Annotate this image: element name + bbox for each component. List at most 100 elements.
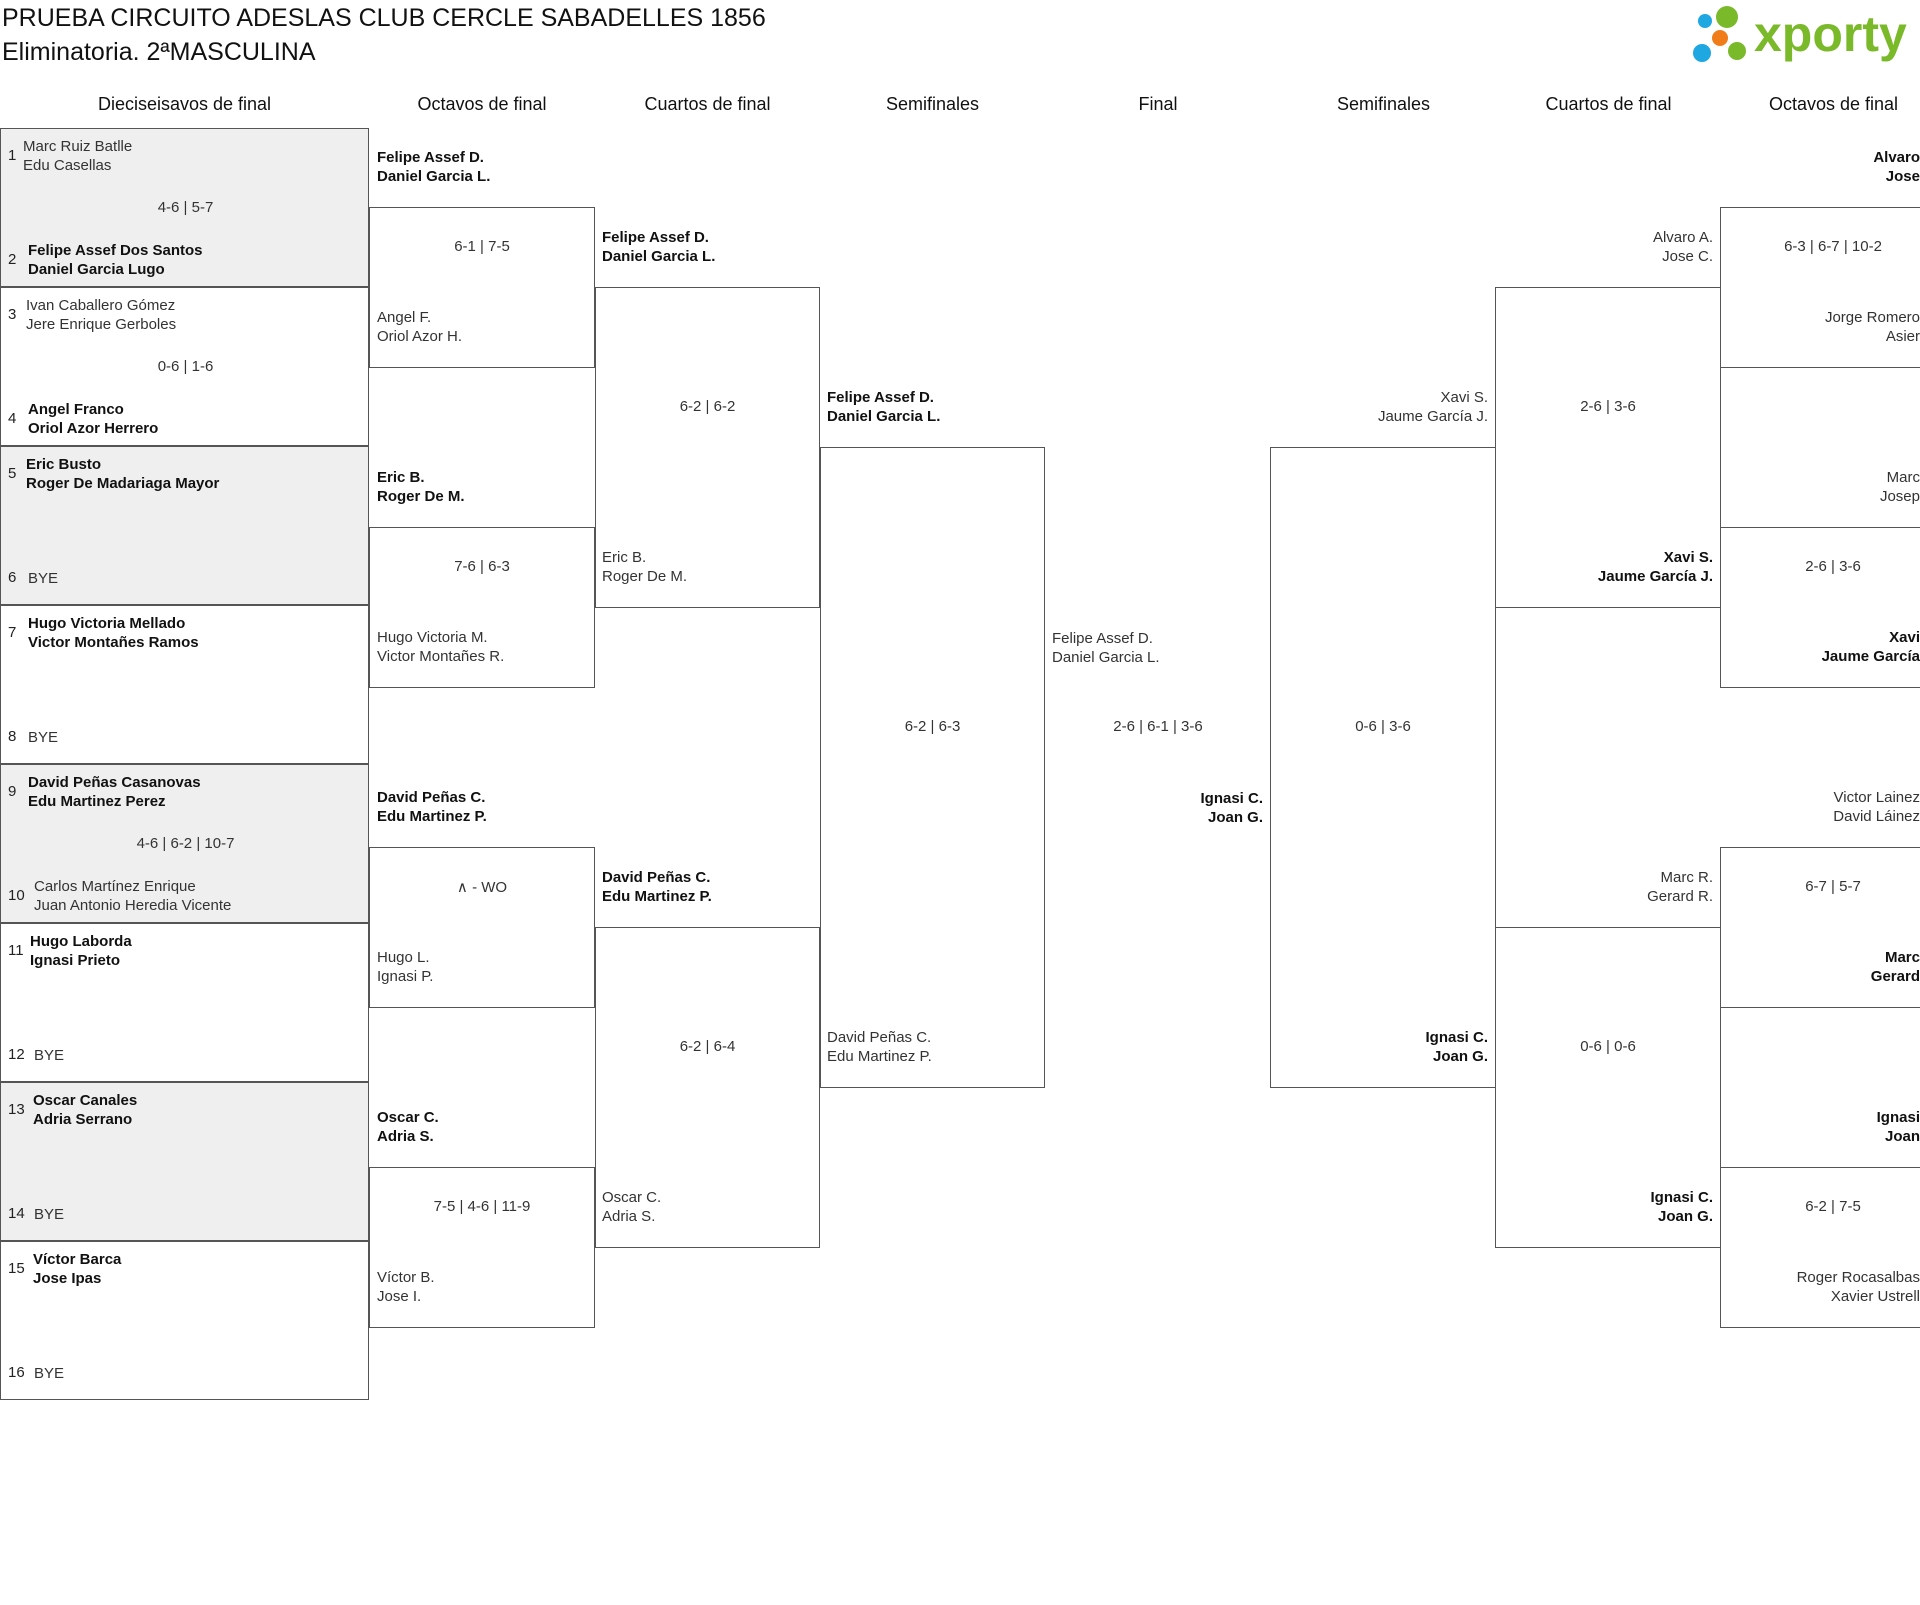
xporty-logo: xporty: [1690, 0, 1920, 70]
round-header-semifinales-right: Semifinales: [1336, 94, 1431, 114]
match-score: 2-6 | 3-6: [1580, 398, 1636, 415]
team-name: Víctor B.: [377, 1269, 435, 1286]
round-header-octavos: Octavos de final: [417, 94, 547, 114]
team-name-winner: Jaume García: [1821, 648, 1920, 665]
player-name: Marc Ruiz Batlle: [23, 138, 133, 155]
team-name-winner: Daniel Garcia L.: [377, 168, 491, 185]
team-name-winner: Ignasi C.: [1425, 1029, 1488, 1046]
team-name-winner: Oscar C.: [377, 1109, 439, 1126]
team-name-winner: Jaume García J.: [1597, 568, 1713, 585]
match-score: 6-2 | 7-5: [1805, 1198, 1861, 1215]
team-name-winner: Edu Martinez P.: [377, 808, 487, 825]
bracket-connector: [1495, 927, 1721, 1248]
bye-label: BYE: [34, 1047, 65, 1064]
logo-dot-icon: [1716, 6, 1738, 28]
r1-match-1: 1 Marc Ruiz Batlle Edu Casellas 4-6 | 5-…: [0, 128, 369, 287]
page-title: PRUEBA CIRCUITO ADESLAS CLUB CERCLE SABA…: [2, 4, 766, 32]
player-name: Edu Casellas: [23, 157, 112, 174]
team-name-winner: Eric B.: [377, 469, 425, 486]
match-score: 4-6 | 5-7: [157, 199, 214, 216]
seed-number: 7: [8, 624, 17, 641]
team-name: Hugo L.: [377, 949, 430, 966]
bracket-connector: [595, 287, 820, 608]
seed-number: 5: [8, 465, 17, 482]
match-score: 6-1 | 7-5: [454, 238, 510, 255]
r1-match-3: 5 Eric Busto Roger De Madariaga Mayor 6 …: [0, 446, 369, 605]
team-name: David Láinez: [1833, 808, 1920, 825]
r1-match-4: 7 Hugo Victoria Mellado Victor Montañes …: [0, 605, 369, 764]
team-name-winner: Gerard: [1870, 968, 1920, 985]
seed-number: 9: [8, 783, 17, 800]
player-name-winner: Oscar Canales: [33, 1092, 138, 1109]
team-name-winner: Xavi: [1889, 629, 1920, 646]
player-name-winner: Víctor Barca: [33, 1251, 122, 1268]
player-name-winner: Daniel Garcia Lugo: [28, 261, 165, 278]
team-name-winner: Felipe Assef D.: [827, 389, 934, 406]
team-name: Jaume García J.: [1377, 408, 1488, 425]
team-name: Eric B.: [602, 549, 647, 566]
match-score: 7-6 | 6-3: [454, 558, 510, 575]
player-name-winner: Edu Martinez Perez: [28, 793, 166, 810]
finalist-name: Daniel Garcia L.: [1052, 649, 1160, 666]
r1-match-8: 15 Víctor Barca Jose Ipas 16 BYE: [0, 1241, 369, 1400]
bye-label: BYE: [28, 729, 59, 746]
seed-number: 2: [8, 251, 17, 268]
r1-match-5: 9 David Peñas Casanovas Edu Martinez Per…: [0, 764, 369, 923]
bracket-connector: [369, 1167, 595, 1328]
team-name-winner: Marc: [1884, 949, 1920, 966]
seed-number: 6: [8, 569, 17, 586]
seed-number: 1: [8, 147, 17, 164]
bracket-connector: [820, 447, 1045, 1088]
seed-number: 3: [8, 306, 17, 323]
bye-label: BYE: [34, 1365, 65, 1382]
team-name-winner: David Peñas C.: [602, 869, 711, 886]
seed-number: 16: [8, 1364, 25, 1381]
final-score: 2-6 | 6-1 | 3-6: [1113, 718, 1203, 735]
player-name: Carlos Martínez Enrique: [34, 878, 196, 895]
player-name: Ivan Caballero Gómez: [26, 297, 176, 314]
bracket-connector: [1495, 287, 1721, 608]
team-name: Angel F.: [377, 309, 432, 326]
match-score: 6-7 | 5-7: [1805, 878, 1861, 895]
bye-label: BYE: [28, 570, 59, 587]
team-name: Gerard R.: [1647, 888, 1713, 905]
team-name: Jose C.: [1662, 248, 1713, 265]
champion-name: Joan G.: [1207, 809, 1263, 826]
team-name: Marc: [1886, 469, 1920, 486]
bracket-connector: [595, 927, 820, 1248]
player-name-winner: Angel Franco: [28, 401, 124, 418]
round-header-cuartos: Cuartos de final: [644, 94, 771, 114]
team-name: Asier: [1885, 328, 1920, 345]
match-score: 7-5 | 4-6 | 11-9: [433, 1198, 531, 1215]
seed-number: 11: [8, 942, 24, 959]
team-name: Hugo Victoria M.: [377, 629, 488, 646]
match-score: 2-6 | 3-6: [1805, 558, 1861, 575]
team-name-winner: David Peñas C.: [377, 789, 486, 806]
seed-number: 10: [8, 887, 25, 904]
team-name-winner: Alvaro: [1873, 149, 1920, 166]
match-score: ∧ - WO: [456, 879, 508, 896]
team-name: Edu Martinez P.: [827, 1048, 932, 1065]
round-header-semifinales: Semifinales: [885, 94, 980, 114]
logo-dot-icon: [1728, 42, 1746, 60]
team-name: Alvaro A.: [1652, 229, 1713, 246]
team-name-winner: Adria S.: [377, 1128, 434, 1145]
bye-label: BYE: [34, 1206, 65, 1223]
logo-dot-icon: [1712, 30, 1728, 46]
player-name-winner: Jose Ipas: [33, 1270, 102, 1287]
bracket-connector: [369, 527, 595, 688]
seed-number: 14: [8, 1205, 25, 1222]
team-name-winner: Xavi S.: [1663, 549, 1713, 566]
team-name-winner: Felipe Assef D.: [377, 149, 484, 166]
logo-text: xporty: [1754, 6, 1907, 62]
round-header-dieciseisavos: Dieciseisavos de final: [97, 94, 272, 114]
player-name-winner: Hugo Victoria Mellado: [28, 615, 186, 632]
bracket-connector: [1720, 527, 1920, 688]
team-name-winner: Ignasi: [1876, 1109, 1920, 1126]
match-score: 6-2 | 6-3: [904, 718, 961, 735]
team-name: Roger Rocasalbas: [1796, 1269, 1920, 1286]
player-name-winner: David Peñas Casanovas: [28, 774, 201, 791]
round-header-cuartos-right: Cuartos de final: [1545, 94, 1672, 114]
bracket-connector: [1270, 447, 1496, 1088]
